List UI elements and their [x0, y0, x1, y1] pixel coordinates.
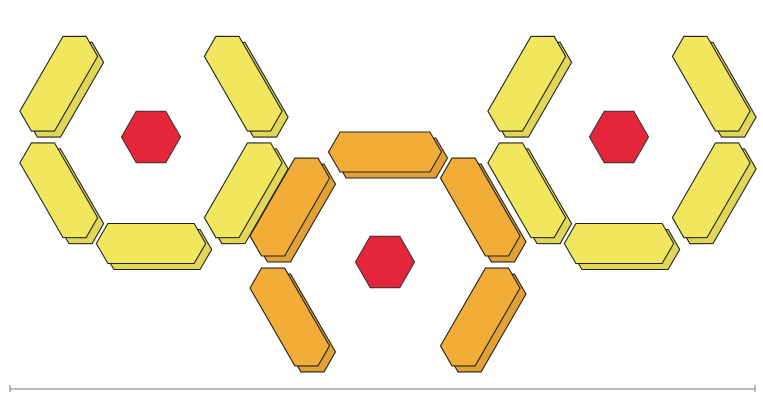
ring-middle-center-hexagon	[355, 236, 414, 287]
ring-left-segment-2	[96, 224, 205, 264]
ring-middle	[250, 132, 526, 372]
ring-left-segment-3	[20, 143, 98, 238]
ring-middle-segment-2	[250, 268, 330, 366]
ring-left-center-hexagon	[121, 111, 180, 162]
ring-layer	[20, 36, 756, 372]
ring-right-segment-2	[564, 224, 673, 264]
ring-left	[20, 36, 288, 269]
ring-left-segment-5	[204, 36, 282, 131]
ring-middle-segment-4	[329, 132, 442, 172]
ring-right-segment-5	[672, 36, 750, 131]
ring-right	[488, 36, 756, 269]
ring-right-center-hexagon	[589, 111, 648, 162]
